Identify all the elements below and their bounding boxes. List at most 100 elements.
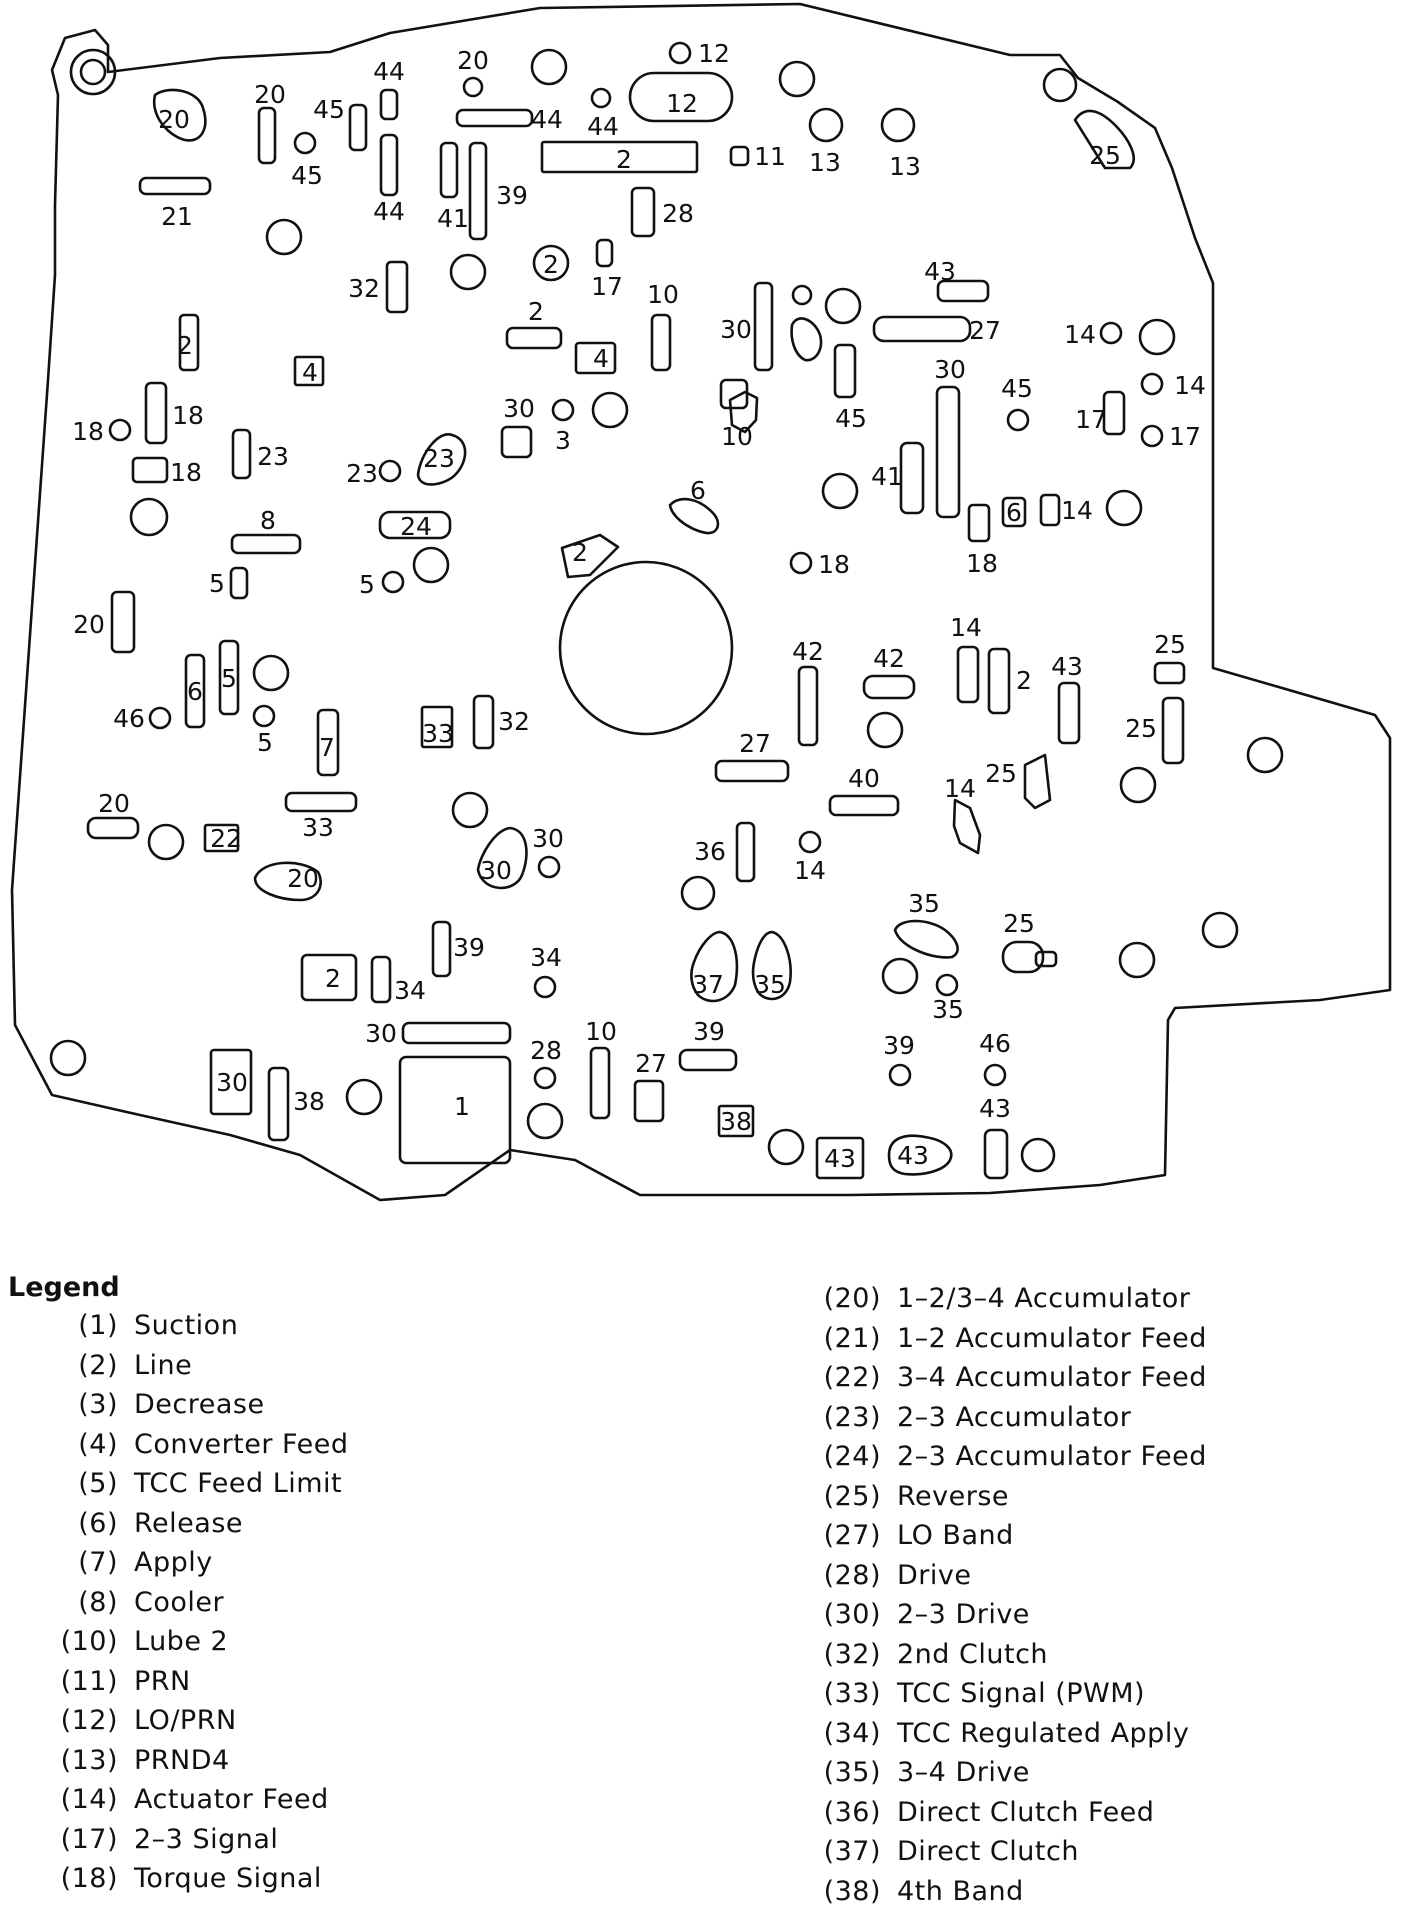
label-12: 12 [666,89,698,118]
legend-item: (6)Release [48,1504,348,1544]
legend-title: Legend [8,1272,120,1303]
label-43: 43 [1051,652,1083,681]
label-45: 45 [291,161,323,190]
label-34: 34 [530,943,562,972]
legend-number: (8) [78,1586,118,1618]
label-41: 41 [871,462,903,491]
legend-number: (18) [60,1863,118,1894]
label-18: 18 [818,550,850,579]
label-30: 30 [532,824,564,853]
label-32: 32 [348,274,380,303]
legend-text: Decrease [134,1389,265,1420]
legend-text: 2–3 Accumulator [897,1401,1132,1433]
legend-text: Apply [134,1547,213,1578]
label-43: 43 [897,1141,929,1170]
label-27: 27 [739,729,771,758]
legend-number: (34) [823,1717,881,1749]
label-4: 4 [302,358,318,387]
label-43: 43 [924,257,956,286]
legend-number: (13) [60,1744,118,1776]
label-20: 20 [73,610,105,639]
legend-right-column: (20)1–2/3–4 Accumulator (21)1–2 Accumula… [815,1279,1207,1911]
label-39: 39 [496,181,528,210]
label-27: 27 [635,1049,667,1078]
legend-number: (5) [78,1468,118,1499]
legend-text: Direct Clutch [897,1836,1079,1867]
legend-text: TCC Feed Limit [134,1468,343,1499]
label-20: 20 [98,789,130,818]
label-44: 44 [373,57,405,86]
label-25: 25 [985,759,1017,788]
legend-number: (32) [823,1638,881,1670]
legend-number: (30) [823,1599,881,1630]
legend-item: (33)TCC Signal (PWM) [815,1674,1207,1714]
label-2: 2 [543,250,559,279]
legend-text: Cooler [134,1586,225,1618]
label-2: 2 [177,331,193,360]
label-33: 33 [422,719,454,748]
valve-body-passage-diagram: 20 21 20 45 45 44 44 20 44 44 39 41 2 12… [10,2,1392,1202]
label-4: 4 [593,344,609,373]
legend-text: Converter Feed [134,1428,349,1460]
legend-item: (25)Reverse [815,1477,1207,1517]
legend-item: (27)LO Band [815,1516,1207,1556]
label-14: 14 [1061,496,1093,525]
legend-item: (3)Decrease [48,1385,348,1425]
legend-number: (22) [823,1362,881,1393]
legend-item: (36)Direct Clutch Feed [815,1793,1207,1833]
legend-number: (28) [823,1559,881,1591]
legend-item: (8) Cooler [48,1583,348,1623]
label-2: 2 [1016,666,1032,695]
label-10: 10 [585,1017,617,1046]
label-20: 20 [457,46,489,75]
legend-item: (37)Direct Clutch [815,1832,1207,1872]
label-43: 43 [979,1094,1011,1123]
legend-number: (1) [78,1310,118,1341]
legend-item: (4)Converter Feed [48,1425,348,1465]
legend-text: Torque Signal [134,1863,322,1894]
label-2: 2 [528,297,544,326]
label-2: 2 [572,538,588,567]
label-32: 32 [498,707,530,736]
label-2: 2 [616,145,632,174]
label-5: 5 [359,570,375,599]
label-23: 23 [257,442,289,471]
label-14: 14 [950,613,982,642]
legend-text: 4th Band [897,1875,1024,1907]
label-3: 3 [555,426,571,455]
label-23: 23 [423,444,455,473]
label-43: 43 [824,1144,856,1173]
legend-text: 3–4 Accumulator Feed [897,1362,1207,1393]
legend-text: 2–3 Drive [897,1599,1030,1630]
label-42: 42 [873,644,905,673]
label-14: 14 [944,774,976,803]
passage-slots [86,71,1186,1180]
legend-item: (18) Torque Signal [48,1859,348,1899]
legend-text: TCC Regulated Apply [897,1717,1190,1749]
label-37: 37 [692,970,724,999]
legend-item: (10)Lube 2 [48,1622,348,1662]
label-21: 21 [161,202,193,231]
label-46: 46 [113,704,145,733]
label-25: 25 [1003,909,1035,938]
legend-item: (20)1–2/3–4 Accumulator [815,1279,1207,1319]
label-24: 24 [400,512,432,541]
label-28: 28 [530,1036,562,1065]
label-1: 1 [454,1092,470,1121]
legend-item: (24)2–3 Accumulator Feed [815,1437,1207,1477]
label-18: 18 [72,417,104,446]
legend-item: (32)2nd Clutch [815,1635,1207,1675]
valve-body-outline [10,2,1392,1202]
label-25: 25 [1154,630,1186,659]
label-18: 18 [966,549,998,578]
legend-text: Actuator Feed [134,1784,329,1815]
label-45: 45 [313,95,345,124]
label-44: 44 [587,112,619,141]
legend-item: (5) TCC Feed Limit [48,1464,348,1504]
label-30: 30 [480,856,512,885]
legend-item: (35)3–4 Drive [815,1753,1207,1793]
legend-item: (34) TCC Regulated Apply [815,1714,1207,1754]
legend-text: TCC Signal (PWM) [897,1678,1146,1709]
legend-item: (23)2–3 Accumulator [815,1398,1207,1438]
label-40: 40 [848,764,880,793]
